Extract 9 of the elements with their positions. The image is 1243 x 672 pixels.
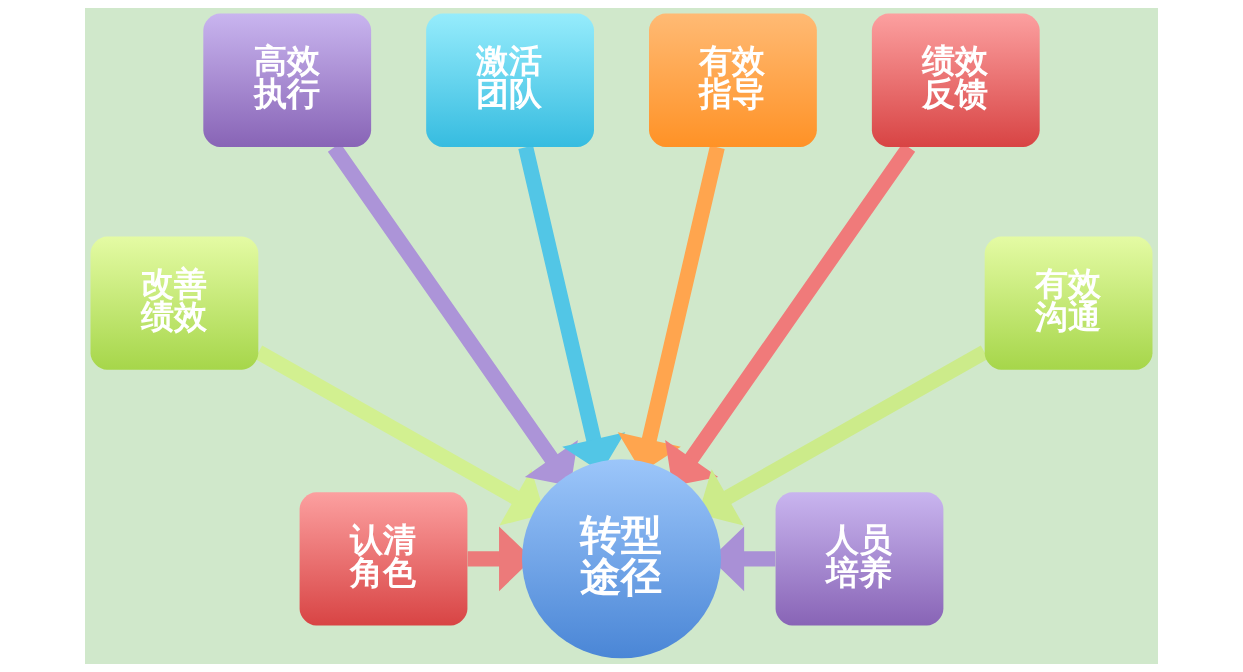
node-box: 认清角色 — [299, 492, 468, 626]
node-box: 绩效反馈 — [871, 13, 1040, 147]
node-box: 高效执行 — [203, 13, 372, 147]
node-box: 有效指导 — [649, 13, 817, 147]
node-box: 改善绩效 — [90, 236, 259, 370]
node-box: 人员培养 — [775, 492, 944, 626]
node-circle: 转型途径 — [522, 459, 721, 659]
node-box: 有效沟通 — [984, 236, 1153, 370]
node-box: 激活团队 — [426, 13, 594, 147]
